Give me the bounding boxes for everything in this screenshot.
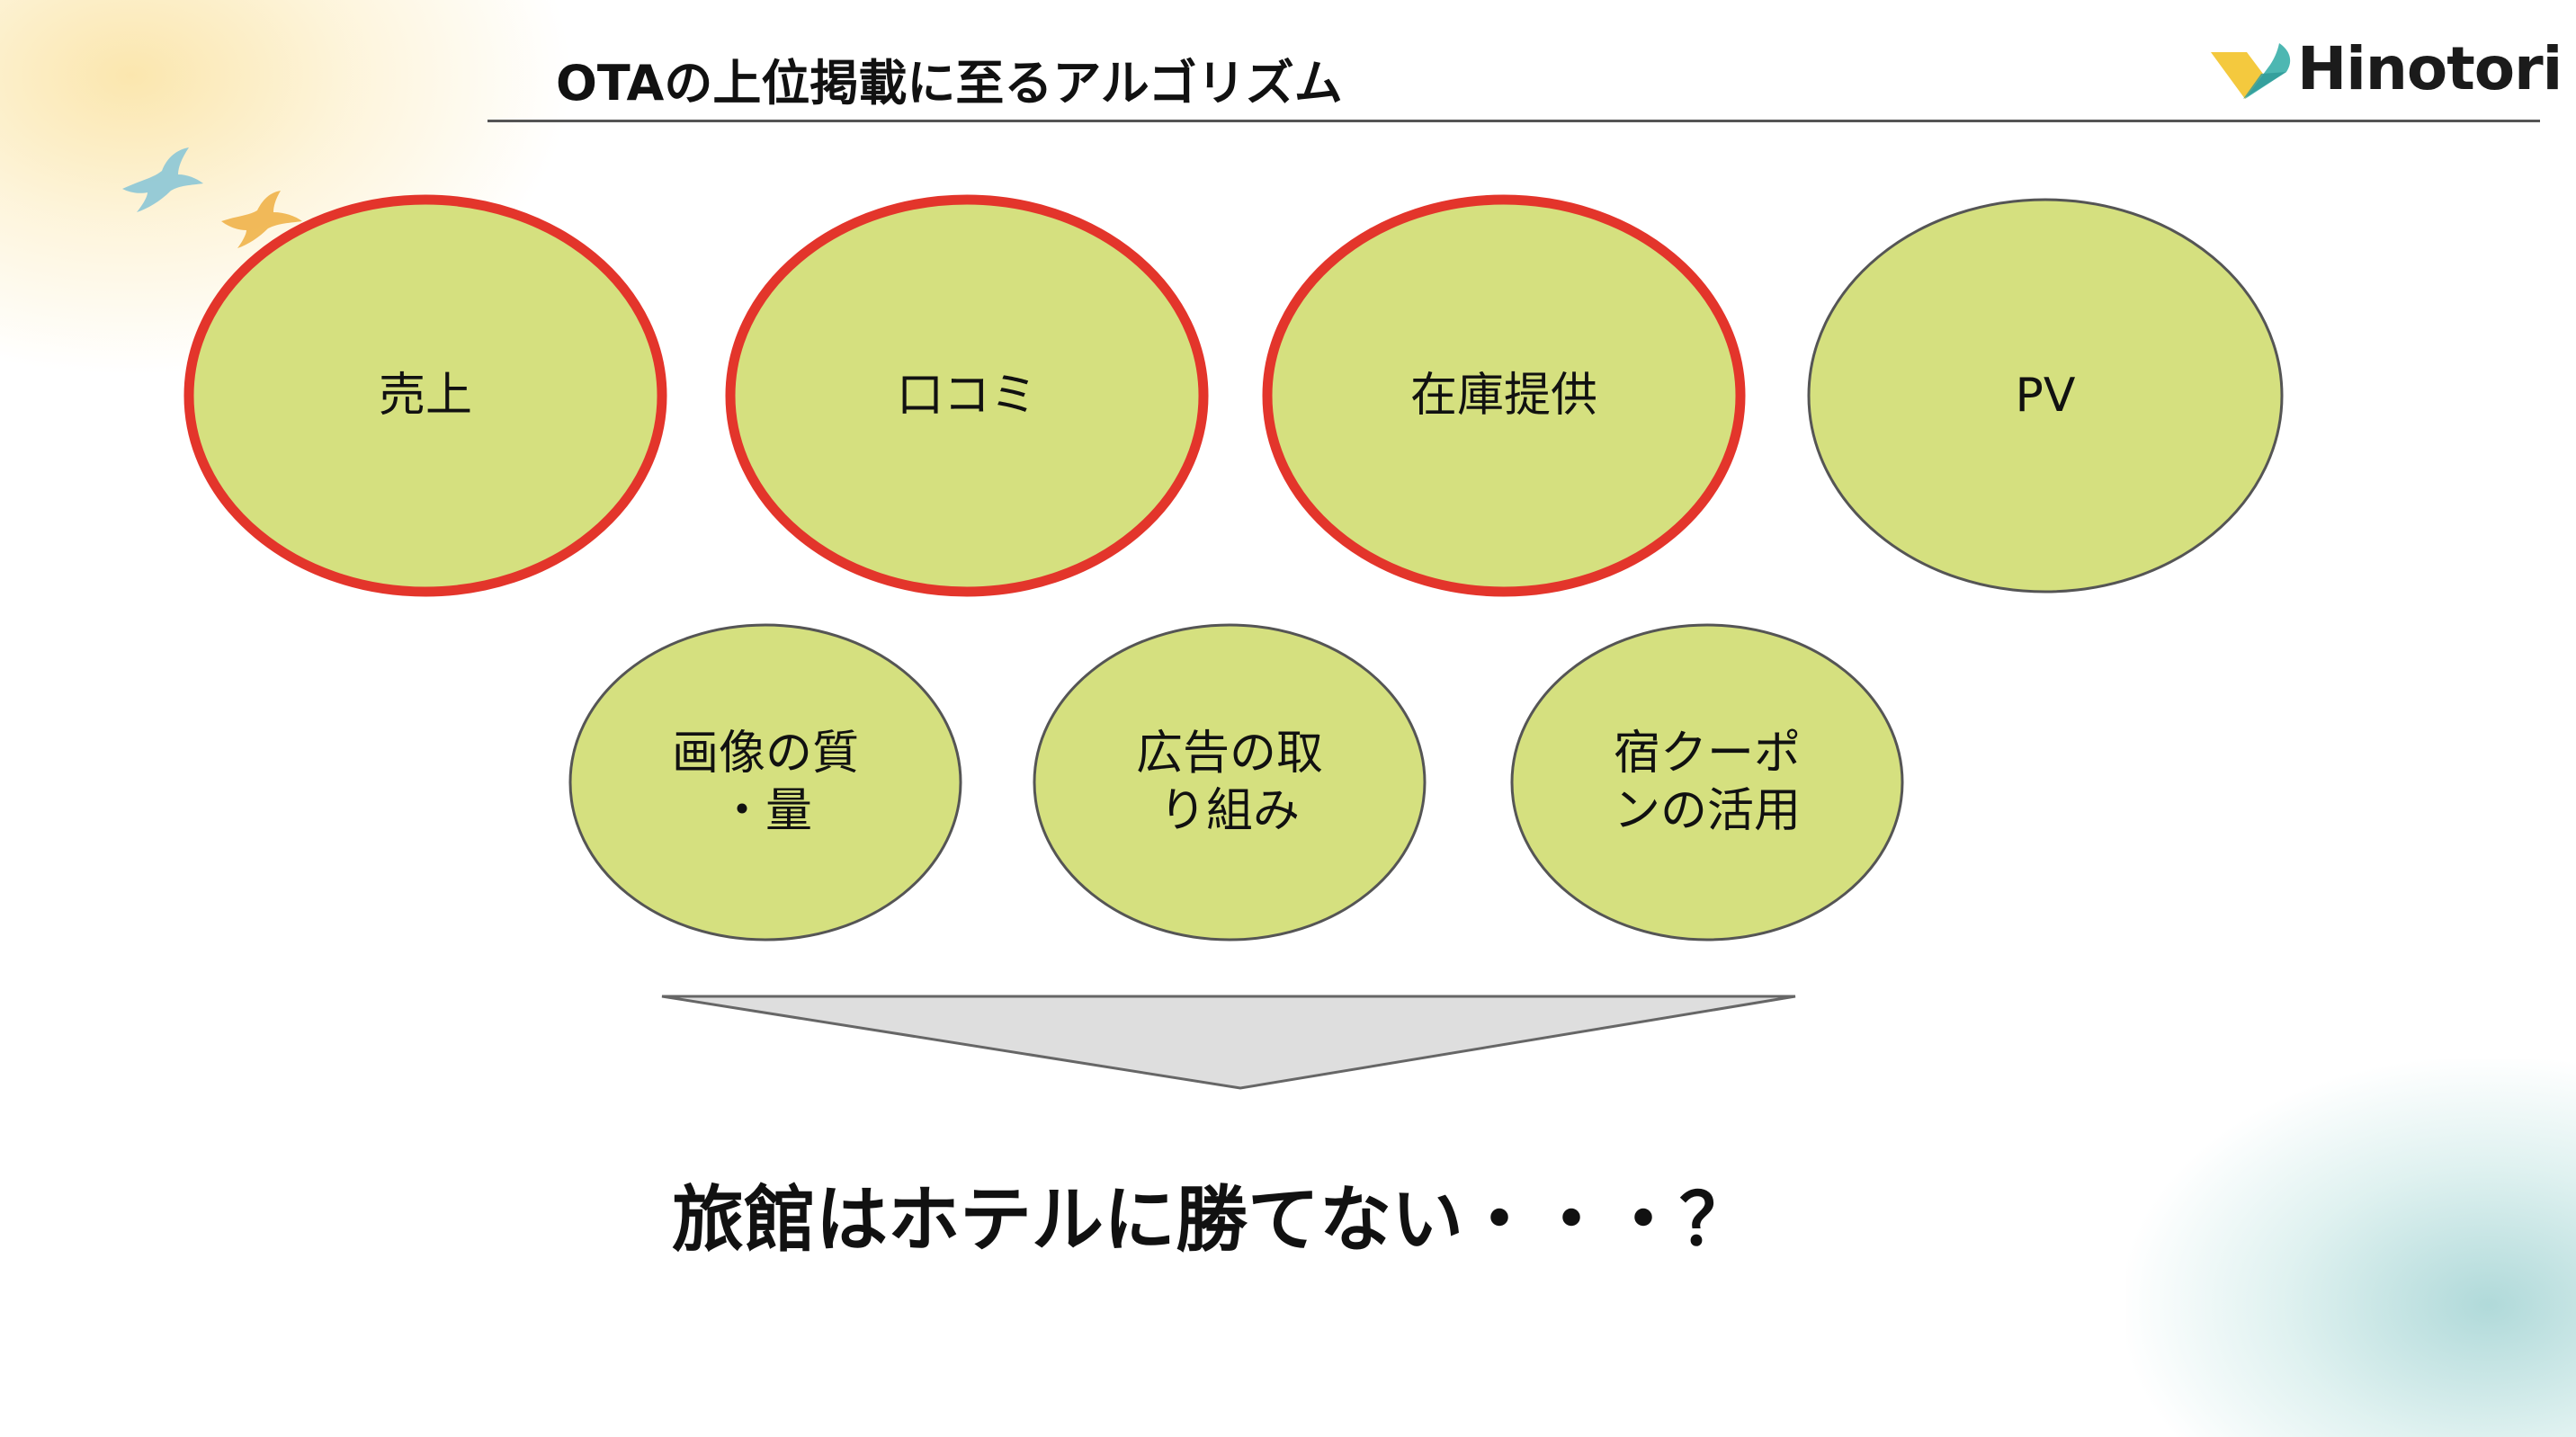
factor-bubble-highlighted [725,194,1209,597]
bird-icon [122,147,203,212]
logo-wordmark: Hinotori [2297,34,2563,103]
factor-label: 在庫提供 [1409,369,1598,423]
algorithm-diagram [183,194,2284,1090]
funnel-arrow-icon [661,995,1796,1090]
factor-bubble-highlighted [1262,194,1746,597]
factor-label: 画像の質 ・量 [671,727,860,838]
factor-bubbles [183,194,2284,942]
title-divider [487,120,2540,122]
factor-bubble [1510,623,1904,942]
factor-label: 宿クーポ ンの活用 [1613,727,1802,838]
factor-bubble [1033,623,1427,942]
factor-label: 広告の取 り組み [1135,727,1324,838]
conclusion-text: 旅館はホテルに勝てない・・・？ [672,1178,1751,1262]
factor-bubble [568,623,962,942]
factor-label: 売上 [378,369,473,423]
brand-logo: Hinotori [2207,29,2563,110]
slide-title: OTAの上位掲載に至るアルゴリズム [556,55,1343,112]
bird-icon [221,191,302,248]
heart-logo-icon [2211,43,2291,99]
factor-bubble-highlighted [183,194,667,597]
factor-bubble [1807,198,2284,594]
factor-label: PV [2015,369,2076,423]
factor-label: 口コミ [896,369,1038,423]
